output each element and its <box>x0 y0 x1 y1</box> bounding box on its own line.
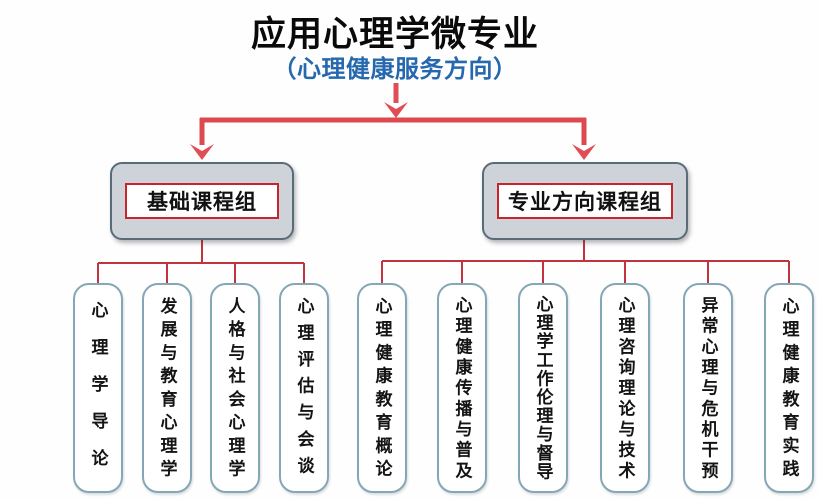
course-label: 心理健康传播与普及 <box>452 295 472 482</box>
page-subtitle: （心理健康服务方向） <box>272 56 518 83</box>
course-node: 心理健康教育实践 <box>764 283 814 493</box>
course-node: 发展与教育心理学 <box>142 283 192 493</box>
node-major-direction-course-group: 专业方向课程组 <box>482 162 688 240</box>
course-node: 心理评估与会谈 <box>279 283 329 493</box>
course-node: 人格与社会心理学 <box>210 283 260 493</box>
course-label: 心理学导论 <box>88 300 108 486</box>
course-node: 心理健康教育概论 <box>357 283 407 493</box>
major-group-branch-lines <box>381 240 790 284</box>
down-arrow-icon <box>384 102 408 118</box>
basic-course-group-label: 基础课程组 <box>125 183 279 219</box>
page-title: 应用心理学微专业 <box>250 15 539 54</box>
basic-group-branch-lines <box>97 240 305 284</box>
down-arrow-icon <box>572 144 596 160</box>
top-arrow-connectors <box>190 83 596 160</box>
course-node: 心理学导论 <box>73 283 123 493</box>
course-label: 异常心理与危机干预 <box>698 295 718 482</box>
course-label: 人格与社会心理学 <box>225 296 245 483</box>
course-node: 心理咨询理论与技术 <box>600 283 650 493</box>
major-direction-course-group-label: 专业方向课程组 <box>497 183 673 219</box>
course-label: 发展与教育心理学 <box>157 296 177 483</box>
course-node: 异常心理与危机干预 <box>683 283 733 493</box>
course-node: 心理学工作伦理与督导 <box>518 283 568 493</box>
course-label: 心理咨询理论与技术 <box>615 295 635 482</box>
course-label: 心理健康教育实践 <box>779 296 799 483</box>
course-label: 心理学工作伦理与督导 <box>533 295 553 482</box>
course-node: 心理健康传播与普及 <box>437 283 487 493</box>
down-arrow-icon <box>190 144 214 160</box>
node-basic-course-group: 基础课程组 <box>110 162 294 240</box>
course-label: 心理健康教育概论 <box>372 296 392 483</box>
course-label: 心理评估与会谈 <box>294 297 314 484</box>
